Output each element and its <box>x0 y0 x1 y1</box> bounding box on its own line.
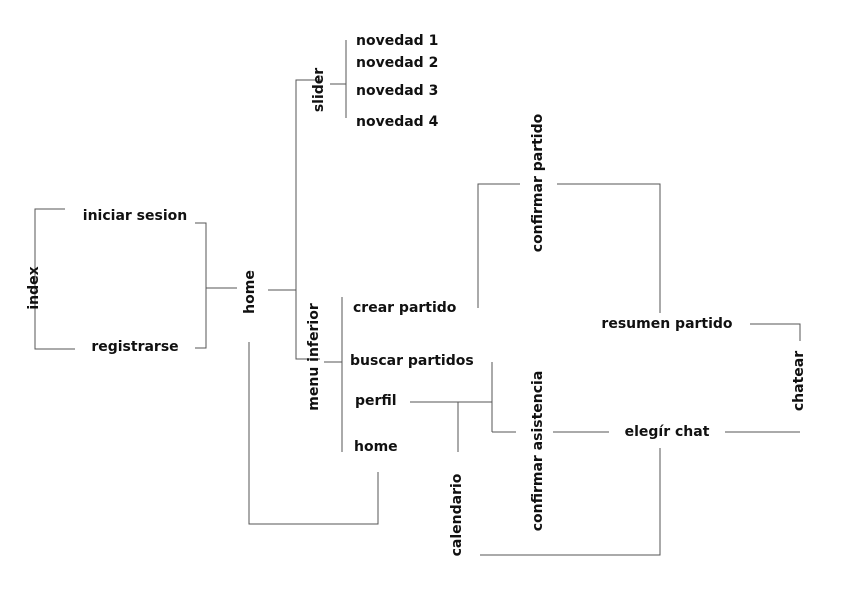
node-chatear: chatear <box>791 351 807 411</box>
connector-login-bracket <box>195 222 207 349</box>
node-novedad-2: novedad 2 <box>356 55 438 71</box>
connector-resumen-chatear <box>750 323 801 341</box>
node-resumen-partido: resumen partido <box>601 316 733 332</box>
node-elegir-chat: elegír chat <box>625 424 710 440</box>
node-slider: slider <box>311 68 327 112</box>
connector-lines <box>34 40 801 556</box>
node-novedad-4: novedad 4 <box>356 114 439 130</box>
node-buscar-partidos: buscar partidos <box>350 353 474 369</box>
node-novedad-3: novedad 3 <box>356 83 438 99</box>
connector-trunk <box>295 79 321 360</box>
node-home: home <box>242 270 258 314</box>
connector-confirmar-resumen <box>557 183 661 313</box>
node-menu-inferior: menu inferior <box>306 303 322 411</box>
node-labels: index iniciar sesion registrarse home sl… <box>26 33 807 556</box>
node-menu-home: home <box>354 439 398 455</box>
connector-calendario-chat <box>480 448 661 556</box>
connector-crear-confirmar <box>477 183 520 308</box>
node-calendario: calendario <box>449 473 465 556</box>
node-confirmar-partido: confirmar partido <box>530 113 546 252</box>
node-novedad-1: novedad 1 <box>356 33 438 49</box>
connector-index-bracket <box>34 208 75 350</box>
node-confirmar-asistencia: confirmar asistencia <box>530 371 546 532</box>
node-perfil: perfil <box>355 393 397 409</box>
node-index: index <box>26 266 42 309</box>
node-iniciar-sesion: iniciar sesion <box>83 208 187 224</box>
node-crear-partido: crear partido <box>353 300 457 316</box>
connector-home-loop <box>248 342 379 525</box>
node-registrarse: registrarse <box>91 339 178 355</box>
